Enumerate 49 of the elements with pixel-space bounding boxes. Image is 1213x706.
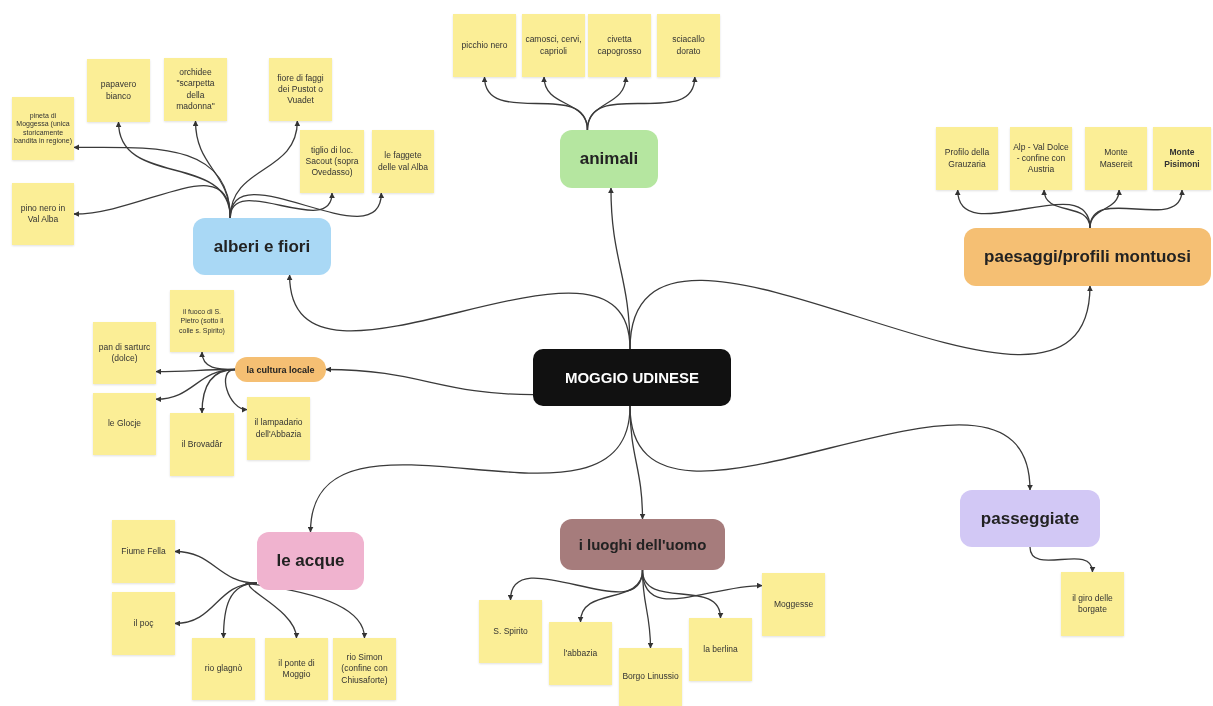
sticky-note: il lampadario dell'Abbazia bbox=[247, 397, 310, 460]
sticky-note: Monte Masereit bbox=[1085, 127, 1147, 190]
topic-node: paesaggi/profili montuosi bbox=[964, 228, 1211, 286]
sticky-note: papavero bianco bbox=[87, 59, 150, 122]
arrow bbox=[229, 192, 384, 219]
sticky-note: Borgo Linussio bbox=[619, 648, 682, 706]
topic-node: animali bbox=[560, 130, 658, 188]
topic-node: la cultura locale bbox=[235, 357, 326, 382]
sticky-note: pan di sarturc (dolce) bbox=[93, 322, 156, 384]
arrow bbox=[629, 279, 1092, 356]
sticky-note: le faggete delle val Alba bbox=[372, 130, 434, 193]
topic-node: i luoghi dell'uomo bbox=[560, 519, 725, 570]
sticky-note: il ponte di Moggio bbox=[265, 638, 328, 700]
arrow bbox=[641, 569, 763, 600]
sticky-note: il poç bbox=[112, 592, 175, 655]
sticky-note: orchidee "scarpetta della madonna" bbox=[164, 58, 227, 121]
sticky-note: rio Simon (confine con Chiusaforte) bbox=[333, 638, 396, 700]
sticky-note: Monte Pisimoni bbox=[1153, 127, 1211, 190]
central-node: MOGGIO UDINESE bbox=[533, 349, 731, 406]
sticky-note: Profilo della Grauzaria bbox=[936, 127, 998, 190]
arrow bbox=[248, 582, 299, 639]
arrow bbox=[192, 120, 231, 219]
arrow bbox=[1029, 546, 1095, 573]
arrow bbox=[325, 366, 534, 396]
sticky-note: la berlina bbox=[689, 618, 752, 681]
sticky-note: rio glagnò bbox=[192, 638, 255, 700]
sticky-note: Fiume Fella bbox=[112, 520, 175, 583]
topic-node: passeggiate bbox=[960, 490, 1100, 547]
sticky-note: il giro delle borgate bbox=[1061, 572, 1124, 636]
sticky-note: fiore di faggi dei Pustot o Vuadet bbox=[269, 58, 332, 121]
sticky-note: Moggesse bbox=[762, 573, 825, 636]
arrow bbox=[224, 368, 248, 412]
sticky-note: Alp - Val Dolce - confine con Austria bbox=[1010, 127, 1072, 190]
topic-node: alberi e fiori bbox=[193, 218, 331, 275]
sticky-note: S. Spirito bbox=[479, 600, 542, 663]
topic-node: le acque bbox=[257, 532, 364, 590]
arrow bbox=[73, 185, 231, 219]
sticky-note: il Brovadâr bbox=[170, 413, 234, 476]
arrow bbox=[586, 76, 697, 131]
sticky-note: l'abbazia bbox=[549, 622, 612, 685]
arrow bbox=[1089, 189, 1184, 229]
sticky-note: pino nero in Val Alba bbox=[12, 183, 74, 245]
arrow bbox=[629, 405, 1032, 491]
sticky-note: camosci, cervi, caprioli bbox=[522, 14, 585, 77]
sticky-note: sciacallo dorato bbox=[657, 14, 720, 77]
sticky-note: picchio nero bbox=[453, 14, 516, 77]
sticky-note: le Glocje bbox=[93, 393, 156, 455]
sticky-note: tiglio di loc. Sacout (sopra Ovedasso) bbox=[300, 130, 364, 193]
sticky-note: civetta capogrosso bbox=[588, 14, 651, 77]
